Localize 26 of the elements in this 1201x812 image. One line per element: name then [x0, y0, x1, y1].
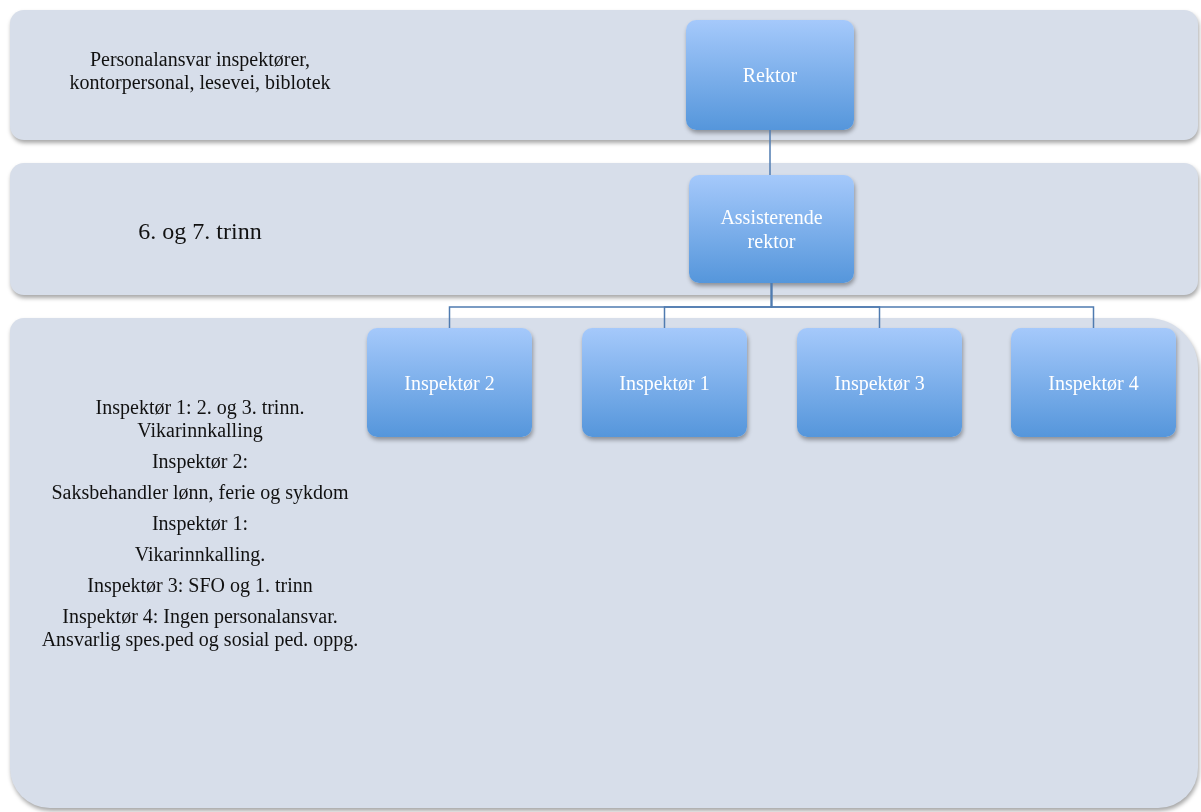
- description-text: Inspektør 1: 2. og 3. trinn. Vikarinnkalling: [94, 396, 306, 442]
- level-band: [10, 163, 1198, 295]
- role-label: Inspektør 4: [1047, 370, 1140, 395]
- level-band: [10, 10, 1198, 140]
- level-band: [10, 318, 1198, 808]
- description-text: Inspektør 4: Ingen personalansvar. Ansvarlig spes.ped og sosial ped. oppg.: [40, 605, 360, 651]
- role-box: [582, 328, 747, 437]
- description-text: Inspektør 1:: [151, 512, 249, 535]
- role-label: Assisterende rektor: [719, 205, 824, 253]
- role-box: [1011, 328, 1176, 437]
- connector-line: [770, 282, 1095, 329]
- role-box: [689, 175, 854, 283]
- description-text: 6. og 7. trinn: [138, 218, 262, 246]
- role-label: Inspektør 2: [403, 370, 496, 395]
- description-text: Saksbehandler lønn, ferie og sykdom: [51, 481, 349, 504]
- role-box: [367, 328, 532, 437]
- role-label: Rektor: [741, 63, 799, 87]
- role-label: Inspektør 3: [833, 370, 926, 395]
- role-label: Inspektør 1: [618, 370, 711, 395]
- description-text: Inspektør 3: SFO og 1. trinn: [87, 574, 313, 597]
- description-text: Personalansvar inspektører, kontorpersonal, lesevei, biblotek: [68, 48, 332, 94]
- role-box: [797, 328, 962, 437]
- connector-line: [769, 129, 771, 176]
- role-box: [686, 20, 854, 130]
- description-text: Vikarinnkalling.: [134, 543, 266, 566]
- description-text: Inspektør 2:: [151, 450, 249, 473]
